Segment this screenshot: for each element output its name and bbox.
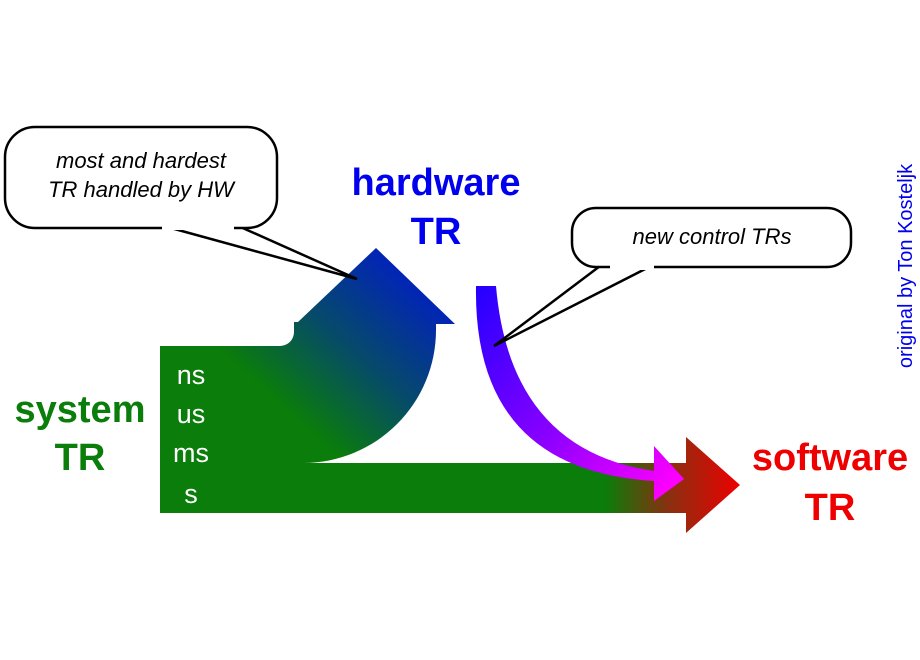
system-label-line-2: TR <box>55 437 106 479</box>
callout-hardware-bubble <box>3 125 279 230</box>
control-arrow <box>475 286 684 501</box>
timescale-s: s <box>184 479 198 509</box>
hardware-label-line-1: hardware <box>352 162 521 204</box>
callout-control: new control TRs <box>493 206 853 348</box>
timescale-ns: ns <box>177 360 206 390</box>
credit-text: original by Ton Kosteljk <box>895 163 917 368</box>
callout-hardware-tail <box>159 223 358 281</box>
hardware-label-line-2: TR <box>411 211 462 253</box>
timescale-us: us <box>177 399 206 429</box>
system-label-line-1: system <box>15 389 146 431</box>
callout-control-text: new control TRs <box>633 224 792 249</box>
timescale-ms: ms <box>173 438 209 468</box>
callout-hardware: most and hardest TR handled by HW <box>3 125 358 281</box>
callout-control-bubble <box>570 206 853 269</box>
software-label-line-2: TR <box>805 487 856 529</box>
callout-hardware-line-2: TR handled by HW <box>48 177 236 202</box>
software-arrow <box>160 437 740 533</box>
callout-control-tail <box>493 259 656 348</box>
hardware-arrow <box>160 248 455 463</box>
software-label-line-1: software <box>752 437 908 479</box>
callout-hardware-line-1: most and hardest <box>56 148 227 173</box>
